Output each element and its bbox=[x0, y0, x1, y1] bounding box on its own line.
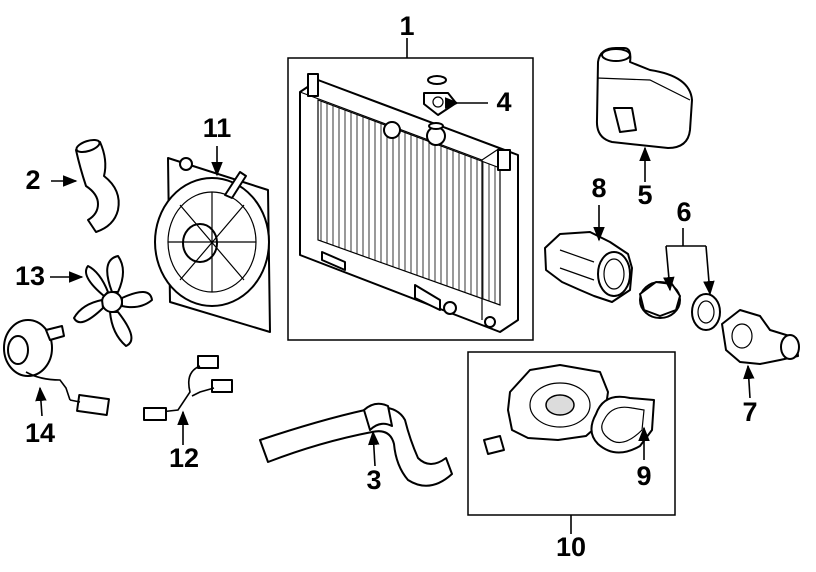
callout-1: 1 bbox=[399, 11, 414, 41]
reservoir-tank-drawing bbox=[595, 47, 693, 149]
callout-3: 3 bbox=[366, 465, 381, 495]
water-pump-drawing bbox=[483, 364, 609, 455]
thermostat-housing-drawing bbox=[544, 231, 633, 303]
upper-hose-drawing bbox=[75, 138, 120, 233]
fan-shroud-drawing bbox=[154, 157, 271, 333]
callout-8: 8 bbox=[591, 173, 606, 203]
callout-2: 2 bbox=[25, 165, 40, 195]
callout-6: 6 bbox=[676, 197, 691, 227]
callout-leaders bbox=[35, 38, 755, 534]
callout-5: 5 bbox=[637, 180, 652, 210]
callout-4: 4 bbox=[496, 87, 511, 117]
water-outlet-drawing bbox=[721, 309, 800, 365]
callout-13: 13 bbox=[15, 261, 45, 291]
radiator-cap-drawing bbox=[423, 75, 457, 116]
lower-hose-drawing bbox=[259, 402, 453, 487]
radiator-group-box bbox=[287, 57, 534, 341]
callout-12: 12 bbox=[169, 443, 199, 473]
callout-9: 9 bbox=[636, 461, 651, 491]
callout-7: 7 bbox=[742, 397, 757, 427]
callout-11: 11 bbox=[203, 113, 232, 143]
radiator-drawing bbox=[299, 73, 519, 333]
cooling-fan-drawing bbox=[73, 255, 153, 347]
wire-harness-drawing bbox=[143, 355, 233, 421]
callout-10: 10 bbox=[556, 532, 586, 562]
callout-14: 14 bbox=[25, 418, 55, 448]
fan-motor-drawing bbox=[3, 319, 110, 417]
thermostat-drawing bbox=[639, 281, 721, 331]
callout-labels: 1 2 3 4 5 6 7 8 9 10 11 12 13 14 bbox=[15, 11, 758, 562]
